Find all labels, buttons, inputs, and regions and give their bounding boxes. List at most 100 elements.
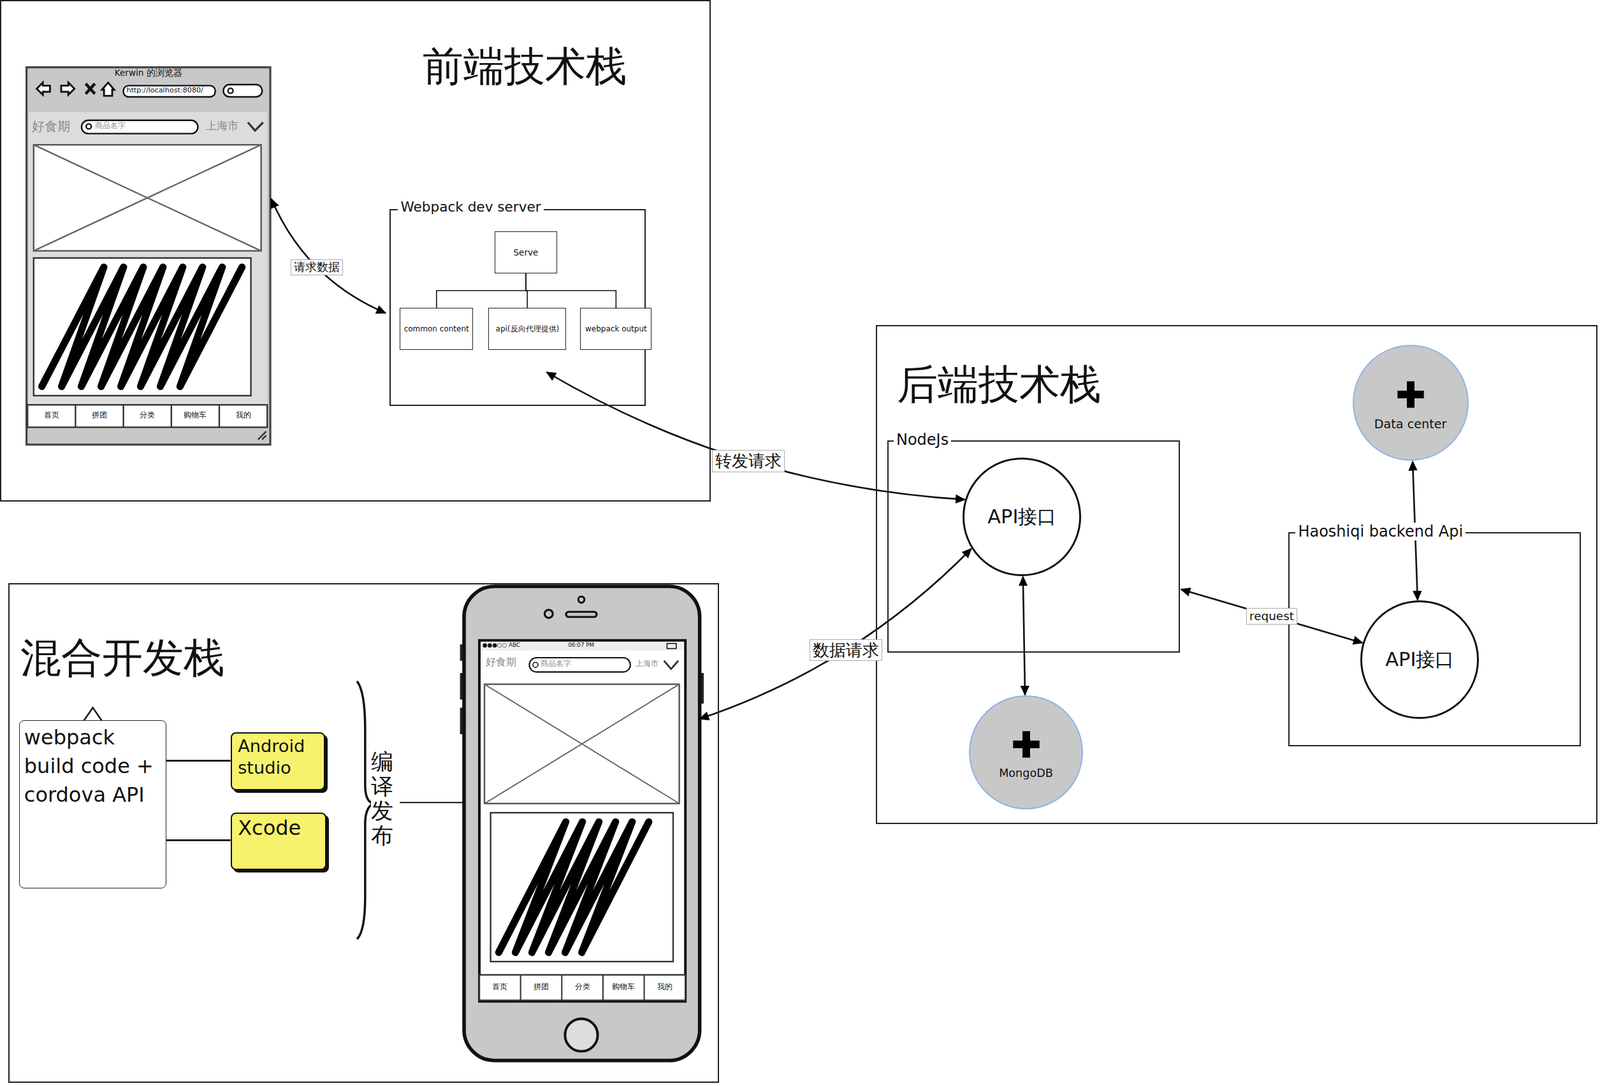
tab-label: 购物车 [603,982,645,992]
tab-label: 首页 [27,410,76,420]
phone-mockup [479,640,686,1002]
browser-mockup [101,82,115,97]
callout-notch [83,707,102,721]
browser-mockup [247,122,264,131]
connector [436,273,526,308]
panel-title: 前端技术栈 [422,42,627,92]
node-text: API接口 [1385,648,1455,672]
node-text: api(反向代理提供) [495,324,560,334]
tab-label: 拼团 [75,410,124,420]
node-text: API接口 [987,505,1057,529]
server-group: Webpack dev serverServecommon contentapi… [389,209,646,407]
tool-box: Android studio [230,732,326,791]
city-text: 上海市 [205,119,239,132]
vertical-label: 编译发布 [370,749,394,849]
browser-mockup [81,120,198,134]
status-time: 06:07 PM [567,641,595,649]
store-circle: MongoDB [968,695,1084,810]
group-title: NodeJs [893,430,952,450]
city-text: 上海市 [635,659,659,669]
node-text: Xcode [237,815,301,841]
server-group: NodeJsAPI接口 [887,440,1180,653]
group-title: Haoshiqi backend Api [1295,522,1466,542]
browser-mockup [26,67,271,445]
process-box: api(反向代理提供) [488,307,567,350]
phone-mockup [520,975,645,1001]
process-box: common content [399,307,473,350]
phone-mockup [481,642,684,651]
browser-mockup [223,84,262,97]
browser-window: Kerwin 的浏览器http://localhost:8080/好食期商品名字… [26,67,271,445]
callout-notch [83,707,102,721]
connector [271,198,386,313]
browser-mockup [36,82,51,95]
edge-label: 请求数据 [290,259,343,276]
node-text: webpack build code + cordova API [24,723,166,809]
browser-mockup [123,85,216,97]
plus-mark [1012,731,1040,758]
callout-box: webpack build code + cordova API [19,720,166,889]
tool-box: Xcode [230,812,327,871]
brand-text: 好食期 [31,118,71,134]
scribble-stroke [498,822,649,953]
edge-label: 数据请求 [809,639,883,662]
publish-brace [399,801,465,804]
edge-label: 转发请求 [712,450,785,473]
phone-device: ●●●○○ ABC06:07 PM好食期商品名字上海市首页拼团分类购物车我的 [464,586,700,1061]
tab-label: 我的 [644,982,686,992]
connector [166,759,231,762]
server-group: Haoshiqi backend ApiAPI接口 [1288,532,1581,747]
browser-mockup [27,404,268,428]
connector [166,839,231,842]
phone-mockup [484,684,680,804]
tab-label: 购物车 [171,410,220,420]
phone-mockup [529,657,630,672]
search-placeholder: 商品名字 [540,659,572,669]
connector [699,548,972,720]
browser-mockup [86,123,92,129]
plus-mark [1397,381,1424,408]
node-text: Android studio [237,735,326,779]
connector [525,273,617,308]
browser-mockup [42,267,243,387]
browser-mockup [26,67,271,445]
plus-icon [1011,729,1041,760]
node-text: Serve [513,247,539,258]
panel: 前端技术栈Kerwin 的浏览器http://localhost:8080/好食… [0,0,711,502]
phone-mockup [664,661,679,670]
api-circle: API接口 [1360,600,1479,720]
node-text: webpack output [585,324,648,334]
phone-mockup [544,610,553,619]
search-placeholder: 商品名字 [94,121,126,131]
scribble-stroke [42,267,243,387]
phone-mockup [666,643,676,649]
browser-mockup [33,144,262,251]
browser-mockup [28,112,268,405]
publish-brace [356,681,465,940]
phone-mockup [498,822,649,953]
browser-mockup [85,83,95,94]
tab-label: 分类 [123,410,172,420]
tab-label: 拼团 [520,982,563,992]
process-box: webpack output [580,307,652,350]
group-title: Webpack dev server [397,198,544,216]
connector [1023,576,1026,695]
panel-title: 后端技术栈 [896,360,1101,410]
phone-mockup [490,812,674,962]
edge-label: request [1246,608,1298,625]
panel: 混合开发栈webpack build code + cordova APIAnd… [8,583,720,1084]
phone-mockup [484,684,680,804]
process-box: Serve [494,231,558,274]
phone-mockup [578,596,585,604]
node-text: MongoDB [998,766,1054,781]
browser-mockup [228,87,234,94]
url-text: http://localhost:8080/ [126,86,204,95]
connector [1181,589,1363,644]
brand-text: 好食期 [485,655,517,669]
tab-label: 分类 [561,982,604,992]
browser-mockup [258,431,267,440]
